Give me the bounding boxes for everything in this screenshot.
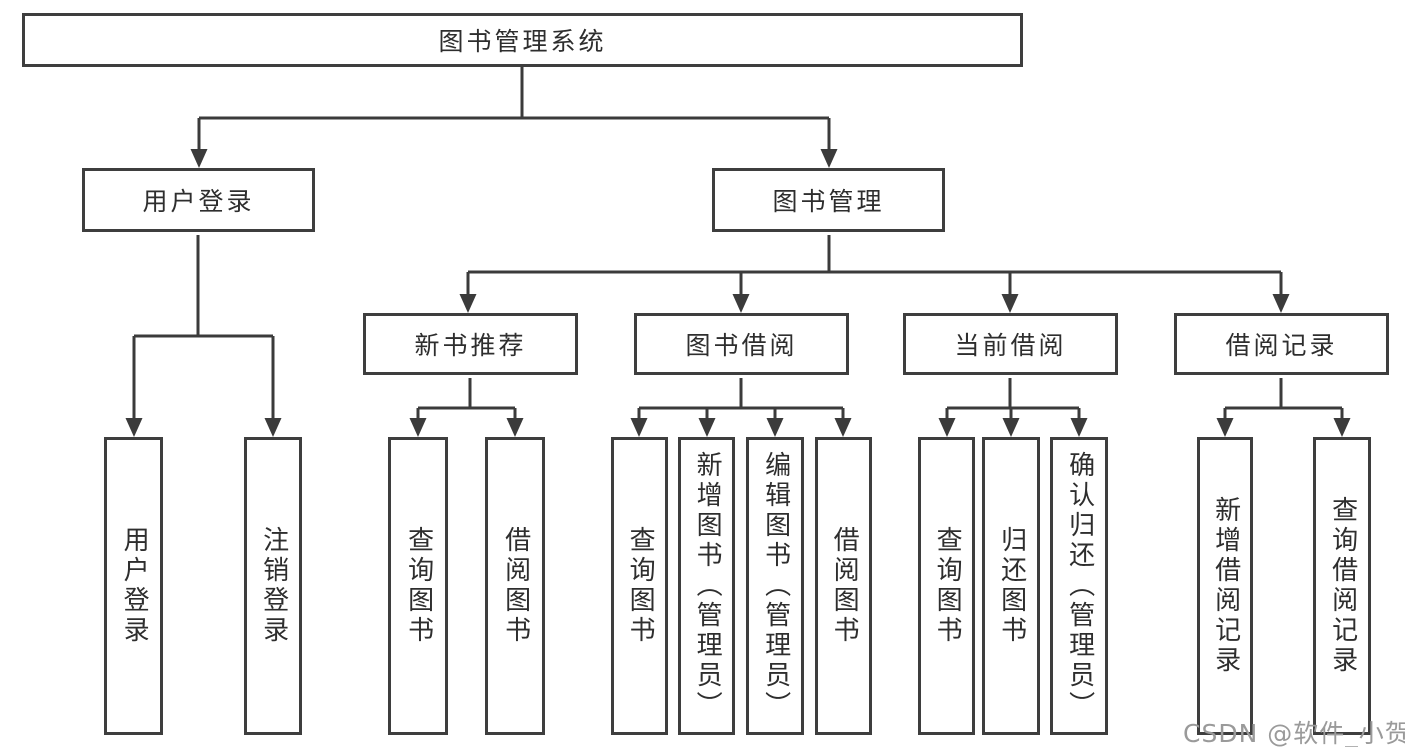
leaf-confirm-return-admin: 确认归还（管理员）: [1050, 437, 1108, 735]
node-user-login: 用户登录: [82, 168, 315, 232]
csdn-watermark: CSDN @软件_小贺同学: [1183, 719, 1405, 747]
leaf-return-books: 归还图书: [982, 437, 1040, 735]
node-borrowing-records: 借阅记录: [1174, 313, 1389, 375]
leaf-logout: 注销登录: [244, 437, 302, 735]
leaf-user-login: 用户登录: [104, 437, 163, 735]
node-book-borrowing: 图书借阅: [634, 313, 849, 375]
leaf-query-books-current: 查询图书: [918, 437, 975, 735]
connector-bookborrow-to-leaves: [630, 378, 852, 437]
node-current-borrowing: 当前借阅: [903, 313, 1118, 375]
leaf-query-borrow-record: 查询借阅记录: [1313, 437, 1371, 735]
leaf-add-books-admin: 新增图书（管理员）: [678, 437, 735, 735]
connector-newbook-to-leaves: [409, 378, 524, 437]
connector-bookmgmt-to-level3: [459, 235, 1290, 313]
connector-root-to-level2: [190, 67, 838, 168]
leaf-query-books-newbook: 查询图书: [388, 437, 448, 735]
leaf-query-books-borrowing: 查询图书: [611, 437, 668, 735]
leaf-edit-books-admin: 编辑图书（管理员）: [746, 437, 804, 735]
node-book-management: 图书管理: [712, 168, 945, 232]
connector-currentborrow-to-leaves: [938, 378, 1088, 437]
node-root-library-system: 图书管理系统: [22, 13, 1023, 67]
connector-userlogin-to-leaves: [125, 235, 282, 437]
leaf-borrow-books-borrowing: 借阅图书: [815, 437, 872, 735]
connector-borrowrecords-to-leaves: [1216, 378, 1351, 437]
leaf-add-borrow-record: 新增借阅记录: [1197, 437, 1253, 735]
leaf-borrow-books-newbook: 借阅图书: [485, 437, 545, 735]
node-new-book-recommendation: 新书推荐: [363, 313, 578, 375]
